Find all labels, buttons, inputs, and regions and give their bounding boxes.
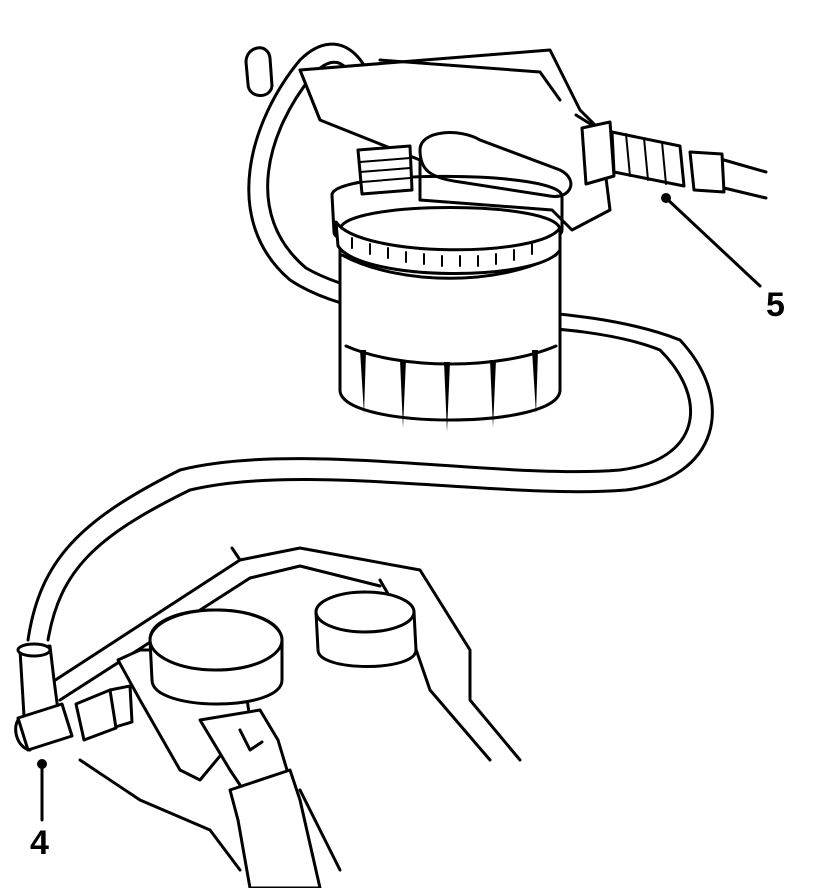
bleeder-unit (244, 46, 768, 432)
transparent-hose (26, 42, 714, 642)
callout-4: 4 (30, 824, 49, 862)
callout-5: 5 (766, 286, 785, 324)
reservoir-cap (314, 590, 418, 668)
bleeder-fitting (74, 608, 322, 888)
hose-elbow-fitting (14, 642, 74, 752)
outlet-coupling (580, 120, 768, 200)
callout-leaders (37, 193, 762, 822)
hose-clamp (334, 220, 562, 276)
